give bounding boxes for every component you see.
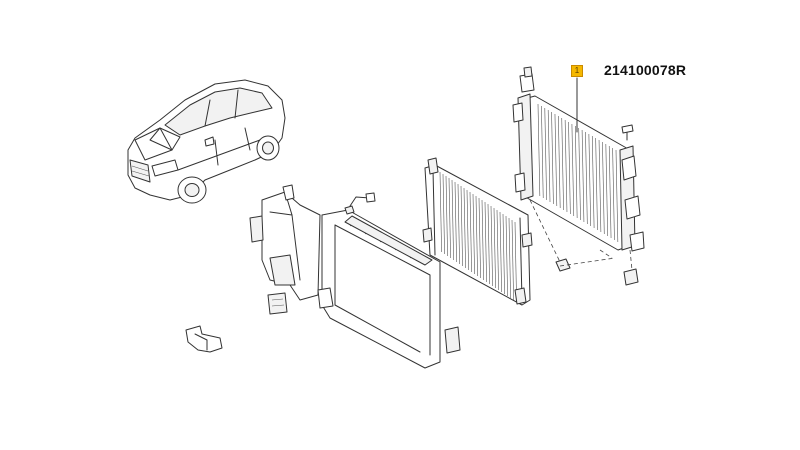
radiator-fin-line (602, 141, 605, 235)
radiator-fin-line (564, 119, 568, 213)
condenser-fin-line (481, 199, 484, 281)
radiator-fin-line (544, 107, 547, 201)
condenser-fin-line (475, 195, 478, 277)
condenser-fin-line (502, 213, 505, 295)
condenser-fin-line (469, 191, 472, 273)
condenser (422, 157, 533, 306)
radiator (512, 66, 645, 286)
radiator-fin-line (551, 111, 554, 205)
condenser-fin-line (490, 205, 493, 287)
condenser-fin-line (496, 209, 499, 291)
radiator-fin-line (541, 105, 544, 199)
radiator-fin-line (598, 139, 602, 233)
radiator-fin-line (537, 103, 541, 197)
condenser-fin-line (454, 181, 457, 263)
condenser-fin-line (463, 187, 466, 269)
condenser-fin-line (439, 171, 442, 253)
condenser-fin-line (442, 173, 445, 255)
clip-parts-left (185, 292, 288, 353)
radiator-fin-line (554, 113, 558, 207)
radiator-fin-line (568, 121, 571, 215)
callout-marker[interactable]: 1 (571, 65, 583, 77)
condenser-fin-line (499, 211, 502, 293)
condenser-fin-line (514, 221, 517, 303)
condenser-fin-line (472, 193, 475, 275)
condenser-fin-line (493, 207, 496, 289)
air-deflector-left (249, 184, 321, 301)
radiator-fin-line (605, 143, 608, 237)
condenser-fin-line (505, 215, 508, 297)
fan-shroud-frame (317, 209, 461, 369)
radiator-fin-line (558, 115, 561, 209)
radiator-fin-line (595, 137, 598, 231)
condenser-fin-line (466, 189, 469, 271)
condenser-fin-line (487, 203, 490, 285)
radiator-fin-line (588, 133, 592, 227)
bolt-frame (344, 192, 376, 215)
radiator-fin-line (615, 149, 619, 243)
condenser-fin-line (445, 175, 448, 257)
callout-marker-label: 1 (574, 66, 580, 75)
condenser-fin-line (460, 185, 463, 267)
radiator-fin-line (612, 147, 615, 241)
radiator-fin-line (581, 129, 585, 223)
condenser-fin-line (484, 201, 487, 283)
radiator-fin-line (585, 131, 588, 225)
radiator-fin-line (591, 135, 595, 229)
radiator-fin-line (575, 125, 578, 219)
condenser-fin-line (511, 219, 514, 301)
radiator-fin-line (571, 123, 575, 217)
radiator-fin-line (547, 109, 551, 203)
condenser-fin-line (457, 183, 460, 265)
vehicle-illustration (127, 79, 286, 204)
condenser-fin-line (448, 177, 451, 259)
radiator-fin-line (608, 145, 612, 239)
radiator-fin-line (578, 127, 581, 221)
radiator-fin-line (561, 117, 564, 211)
condenser-fin-line (451, 179, 454, 261)
condenser-fin-line (508, 217, 511, 299)
part-number-label[interactable]: 214100078R (604, 62, 687, 78)
condenser-fin-line (478, 197, 481, 279)
